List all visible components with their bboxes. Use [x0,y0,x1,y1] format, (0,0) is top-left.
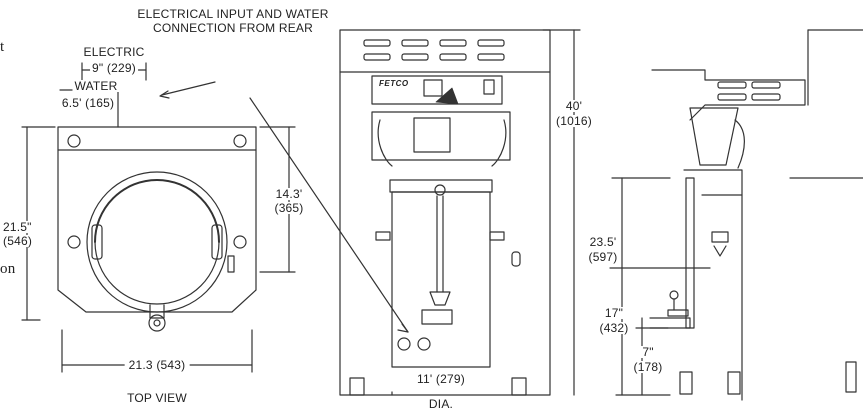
dispense-button-icon [417,337,431,351]
mount-hole-icon [233,134,247,148]
side-dim3-mm: (178) [631,360,665,374]
water-dimension: 6.5' (165) [59,96,117,110]
diameter-caption: DIA. [428,397,454,411]
top-height-inches: 21.5" [3,220,32,234]
header-line-2: CONNECTION FROM REAR [153,21,313,35]
mount-hole-icon [67,134,81,148]
diameter-dimension: 11' (279) [417,372,465,386]
front-height-mm: (1016) [554,114,594,128]
left-fragment-top: t [0,39,5,55]
water-label: WATER [72,79,120,93]
left-fragment-mid: on [0,261,16,277]
side-dim2-mm: (432) [597,321,631,335]
side-dim1-mm: (597) [586,250,620,264]
mount-hole-icon [67,235,81,249]
mount-hole-icon [233,235,247,249]
header-line-1: ELECTRICAL INPUT AND WATER [137,7,329,21]
brand-logo: FETCO [379,79,409,88]
electric-label: ELECTRIC [83,45,145,59]
front-height-inches: 40' [563,99,585,113]
dispense-button-icon [397,337,411,351]
top-width-dimension: 21.3 (543) [124,359,190,371]
side-dim3-inches: 7" [640,345,656,359]
side-view-drawing [609,29,863,401]
top-height-mm: (546) [3,234,33,248]
side-dim2-inches: 17" [602,306,626,320]
front-view-drawing [249,29,581,396]
inner-height-inches: 14.3' [273,187,305,201]
inner-height-mm: (365) [272,201,306,215]
electric-dimension: 9" (229) [90,61,138,75]
side-dim1-inches: 23.5' [587,235,619,249]
top-view-caption: TOP VIEW [127,391,187,405]
